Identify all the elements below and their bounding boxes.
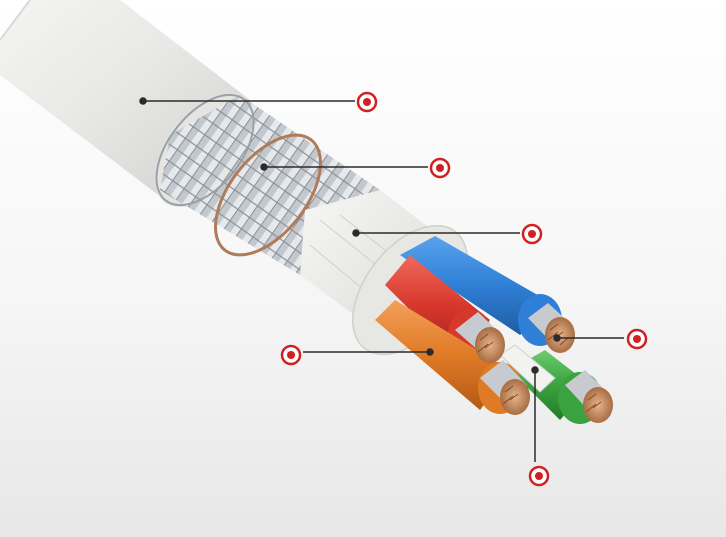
hotspot-insulated-core[interactable] xyxy=(280,344,302,366)
center-filler xyxy=(499,344,556,393)
hotspot-outer-jacket[interactable] xyxy=(356,91,378,113)
stranded-conductor-green xyxy=(565,370,613,423)
stranded-conductor-blue xyxy=(528,303,575,353)
leader-insulated-core xyxy=(303,348,434,356)
leader-stranded-conductor xyxy=(553,334,624,342)
leader-outer-jacket xyxy=(139,97,355,105)
stranded-conductor-orange xyxy=(480,360,530,415)
hotspot-inner-tape-wrap[interactable] xyxy=(521,223,543,245)
leader-inner-tape-wrap xyxy=(352,229,520,237)
stranded-conductor-red xyxy=(455,312,505,363)
hotspot-stranded-conductor[interactable] xyxy=(626,328,648,350)
leader-center-filler xyxy=(531,366,539,462)
hotspot-braided-shield[interactable] xyxy=(429,157,451,179)
hotspot-center-filler[interactable] xyxy=(528,465,550,487)
leader-lines xyxy=(139,97,624,462)
leader-braided-shield xyxy=(260,163,428,171)
